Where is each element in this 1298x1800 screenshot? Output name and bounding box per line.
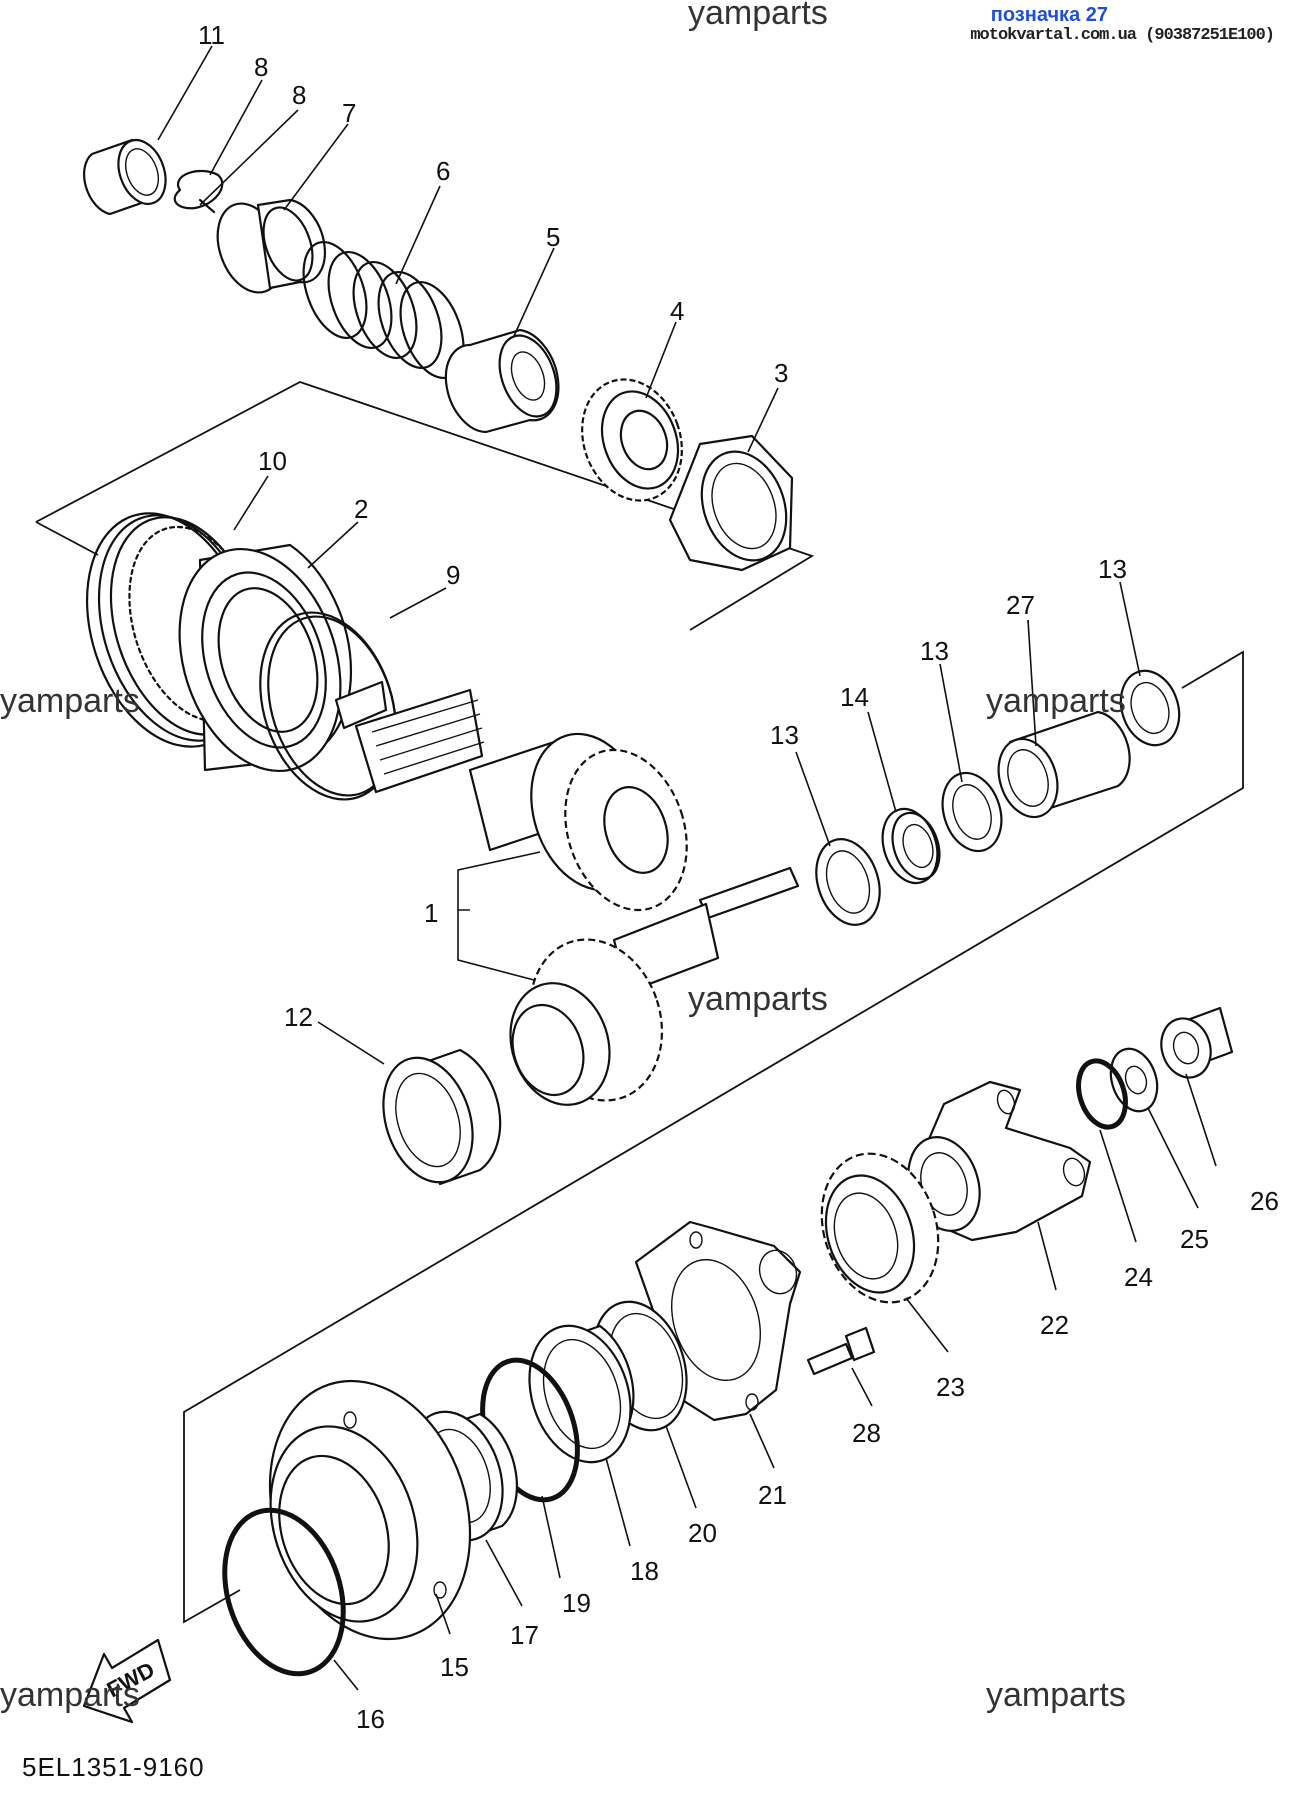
part-13-washer-a	[815, 838, 881, 926]
frame-upper	[35, 381, 815, 631]
note-source: motokvartal.com.ua (90387251E100)	[970, 26, 1275, 45]
callout-25: 25	[1180, 1224, 1209, 1254]
part-15-bearing-housing	[268, 1379, 472, 1641]
callout-10: 10	[258, 446, 287, 476]
watermark-left: yamparts	[0, 682, 140, 720]
callout-13a: 13	[770, 720, 799, 750]
part-7-collar	[216, 198, 326, 294]
callout-17: 17	[510, 1620, 539, 1650]
watermark-right: yamparts	[986, 682, 1126, 720]
watermark-bottom-right: yamparts	[986, 1676, 1126, 1714]
frame-lower	[183, 650, 1244, 1624]
callout-27: 27	[1006, 590, 1035, 620]
callout-13b: 13	[920, 636, 949, 666]
callout-23: 23	[936, 1372, 965, 1402]
part-8-circlip	[173, 170, 224, 214]
leader-lines	[157, 45, 1217, 1691]
frame-upper-close	[35, 521, 99, 556]
part-12-needle-bearing	[382, 1048, 502, 1186]
part-24-o-ring	[1076, 1058, 1128, 1130]
callout-5: 5	[546, 222, 560, 252]
part-6-spring	[302, 240, 465, 380]
callout-28: 28	[852, 1418, 881, 1448]
watermark-top: yamparts	[688, 0, 828, 32]
callout-7: 7	[342, 98, 356, 128]
callout-8a: 8	[254, 52, 268, 82]
callout-9: 9	[446, 560, 460, 590]
part-1-drive-shaft-gear	[334, 680, 688, 912]
part-2-ball-bearing	[178, 543, 353, 773]
callout-14: 14	[840, 682, 869, 712]
callout-16: 16	[356, 1704, 385, 1734]
callout-labels: 11 8 8 7 6 5 4 3 10 2 9 1 12 13 14 13 27…	[198, 20, 1279, 1734]
callout-12: 12	[284, 1002, 313, 1032]
callout-13c: 13	[1098, 554, 1127, 584]
callout-3: 3	[774, 358, 788, 388]
part-27-sleeve	[997, 710, 1131, 819]
callout-2: 2	[354, 494, 368, 524]
part-5-dog-clutch	[444, 328, 560, 434]
part-9-shim-ring	[259, 611, 397, 801]
part-13-washer-b	[941, 771, 1003, 853]
callout-21: 21	[758, 1480, 787, 1510]
part-26-flange-nut	[1160, 1006, 1234, 1079]
part-13-washer-c	[1119, 669, 1181, 747]
figure-code: 5EL1351-9160	[22, 1752, 205, 1782]
callout-4: 4	[670, 296, 684, 326]
callout-20: 20	[688, 1518, 717, 1548]
note-title: позначка 27	[990, 4, 1108, 26]
callout-18: 18	[630, 1556, 659, 1586]
watermark-bottom-left: yamparts	[0, 1676, 140, 1714]
part-18-collar	[528, 1324, 635, 1464]
callout-26: 26	[1250, 1186, 1279, 1216]
callout-8b: 8	[292, 80, 306, 110]
part-28-bolt	[806, 1326, 876, 1376]
callout-6: 6	[436, 156, 450, 186]
callout-22: 22	[1040, 1310, 1069, 1340]
part-23-drive-gear	[820, 1152, 940, 1304]
part-25-washer	[1109, 1047, 1159, 1113]
watermark-center: yamparts	[688, 980, 828, 1018]
part-1-ring-gear	[509, 866, 800, 1106]
callout-11: 11	[198, 20, 225, 50]
part-14-seal	[881, 807, 941, 885]
part-4-bevel-gear	[581, 378, 683, 502]
callout-24: 24	[1124, 1262, 1153, 1292]
part-3-nut	[668, 434, 794, 572]
callout-15: 15	[440, 1652, 469, 1682]
callout-19: 19	[562, 1588, 591, 1618]
part-16-o-ring	[222, 1507, 346, 1677]
callout-1: 1	[424, 898, 438, 928]
part-11-needle-bearing	[83, 138, 167, 216]
